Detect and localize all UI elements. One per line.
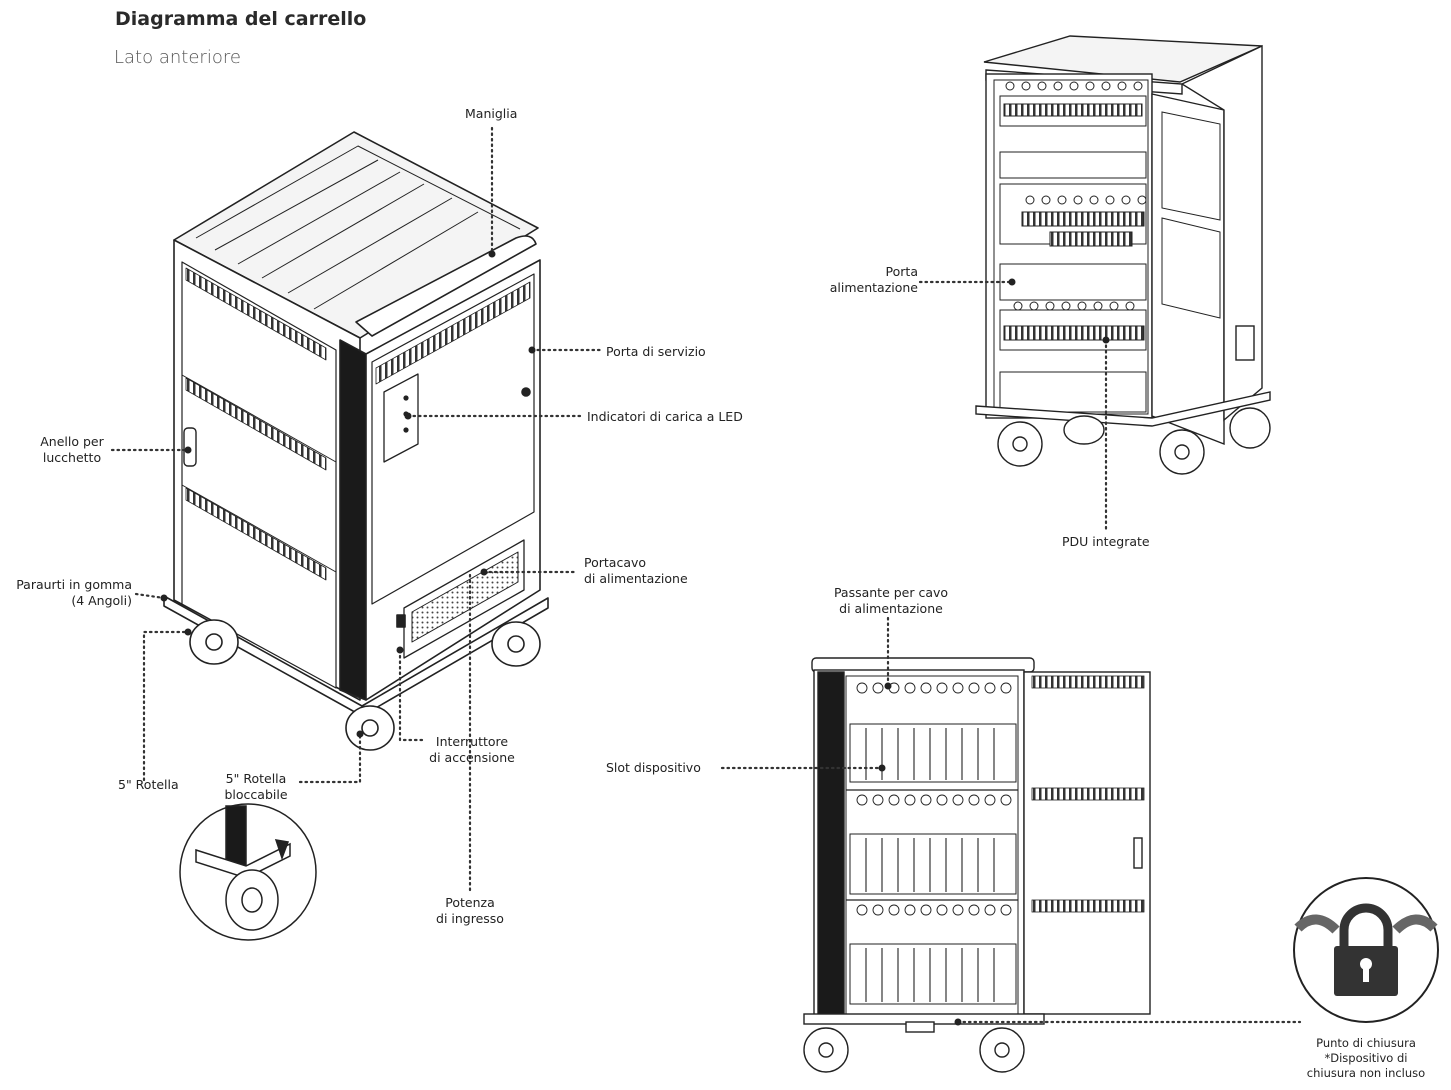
open-cart-top (975, 35, 1271, 475)
label-anello-lucchetto: Anello per lucchetto (40, 434, 104, 465)
leader-dots (160, 250, 1110, 1026)
label-portacavo: Portacavo di alimentazione (584, 555, 688, 586)
label-interruttore: Interruttore di accensione (429, 734, 515, 765)
label-maniglia: Maniglia (465, 106, 518, 121)
label-punto-chiusura: Punto di chiusura *Dispositivo di chiusu… (1306, 1036, 1426, 1080)
caster-zoom-detail (179, 803, 317, 941)
leader-lines (110, 126, 1302, 1024)
label-potenza: Potenza di ingresso (436, 895, 504, 926)
page-subtitle: Lato anteriore (114, 47, 241, 68)
main-cart (163, 131, 549, 751)
label-slot-dispositivo: Slot dispositivo (606, 760, 701, 775)
label-rotella: 5" Rotella (118, 777, 179, 792)
label-rotella-bloccabile: 5" Rotella bloccabile (224, 771, 288, 802)
label-paraurti: Paraurti in gomma (4 Angoli) (16, 577, 132, 608)
open-cart-top-sockets (1005, 81, 1147, 311)
label-pdu: PDU integrate (1062, 534, 1150, 549)
open-cart-front (803, 657, 1151, 1073)
page-title: Diagramma del carrello (115, 8, 367, 30)
label-porta-alimentazione: Porta alimentazione (829, 264, 918, 295)
label-porta-servizio: Porta di servizio (606, 344, 706, 359)
padlock-icon (1293, 877, 1439, 1023)
label-passante: Passante per cavo di alimentazione (833, 585, 949, 616)
label-indicatori-led: Indicatori di carica a LED (587, 409, 743, 424)
